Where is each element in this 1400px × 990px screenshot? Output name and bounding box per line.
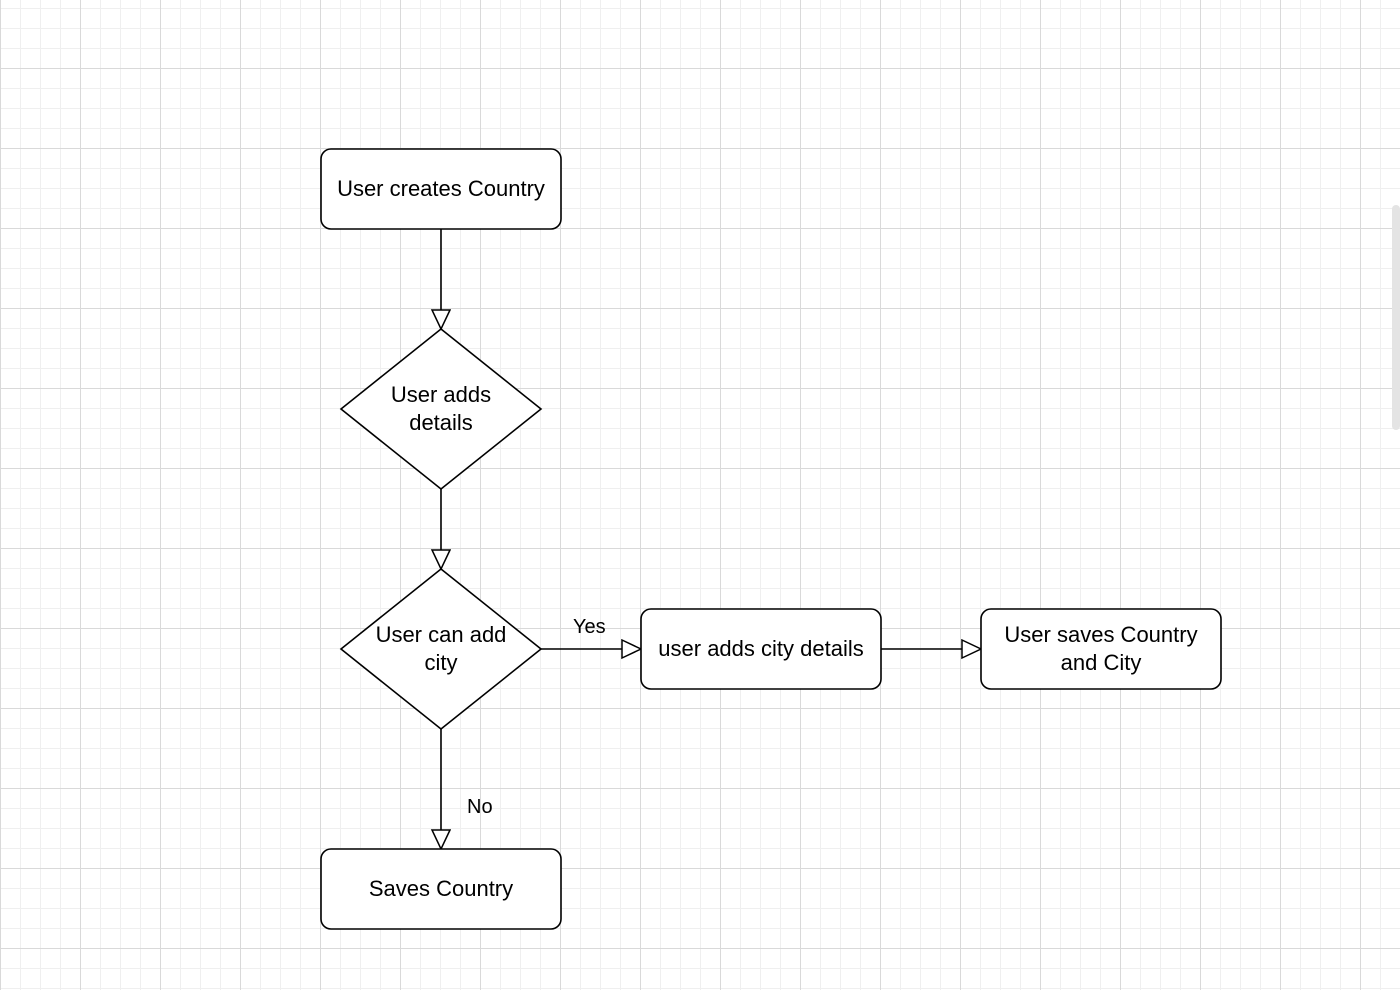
node-saves-country-shape[interactable] [320, 848, 562, 930]
node-saves-country-city-shape[interactable] [980, 608, 1222, 690]
node-adds-city-details-shape[interactable] [640, 608, 882, 690]
node-create-country-shape[interactable] [320, 148, 562, 230]
edge-yes-label: Yes [573, 616, 606, 638]
vertical-scrollbar[interactable] [1392, 205, 1400, 430]
node-can-add-city-shape[interactable] [339, 567, 543, 731]
node-adds-details-shape[interactable] [339, 327, 543, 491]
edge-no-label: No [467, 796, 493, 818]
